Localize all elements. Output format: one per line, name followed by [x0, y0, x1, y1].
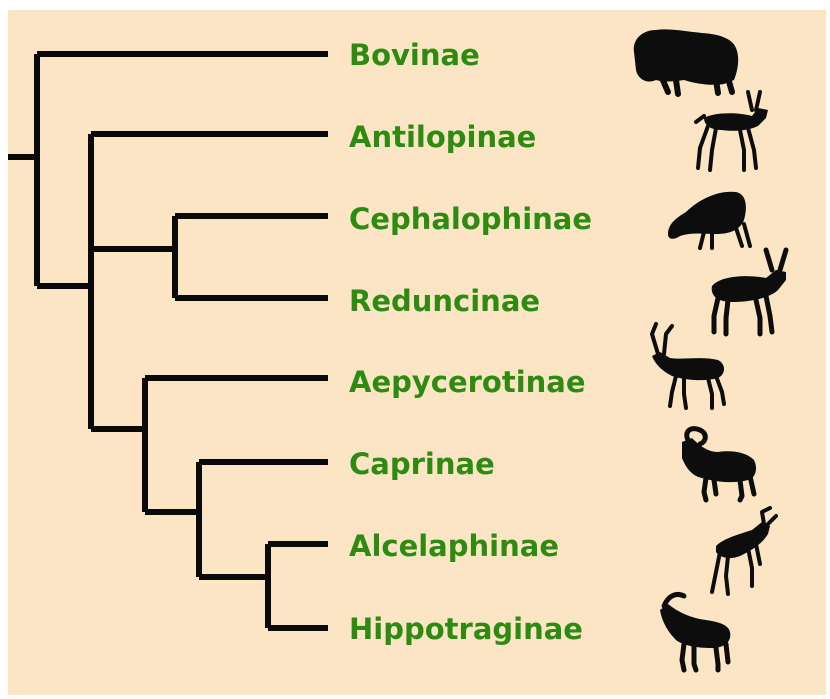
impala-silhouette-icon	[652, 324, 724, 408]
ibex-silhouette-icon	[682, 429, 756, 500]
taxon-labels: Bovinae Antilopinae Cephalophinae Redunc…	[349, 38, 592, 646]
bison-silhouette-icon	[634, 29, 738, 94]
label-bovinae: Bovinae	[349, 38, 480, 72]
label-reduncinae: Reduncinae	[349, 284, 540, 318]
hartebeest-silhouette-icon	[712, 508, 776, 594]
label-cephalophinae: Cephalophinae	[349, 202, 592, 236]
duiker-silhouette-icon	[668, 192, 750, 248]
label-hippotraginae: Hippotraginae	[349, 612, 583, 646]
label-caprinae: Caprinae	[349, 447, 495, 481]
label-alcelaphinae: Alcelaphinae	[349, 529, 559, 563]
label-antilopinae: Antilopinae	[349, 120, 536, 154]
label-aepycerotinae: Aepycerotinae	[349, 365, 586, 399]
animal-silhouettes	[634, 29, 786, 670]
gazelle-silhouette-icon	[696, 92, 768, 170]
sable-antelope-silhouette-icon	[660, 594, 730, 670]
tree-branches	[8, 54, 328, 628]
kob-silhouette-icon	[712, 250, 786, 334]
